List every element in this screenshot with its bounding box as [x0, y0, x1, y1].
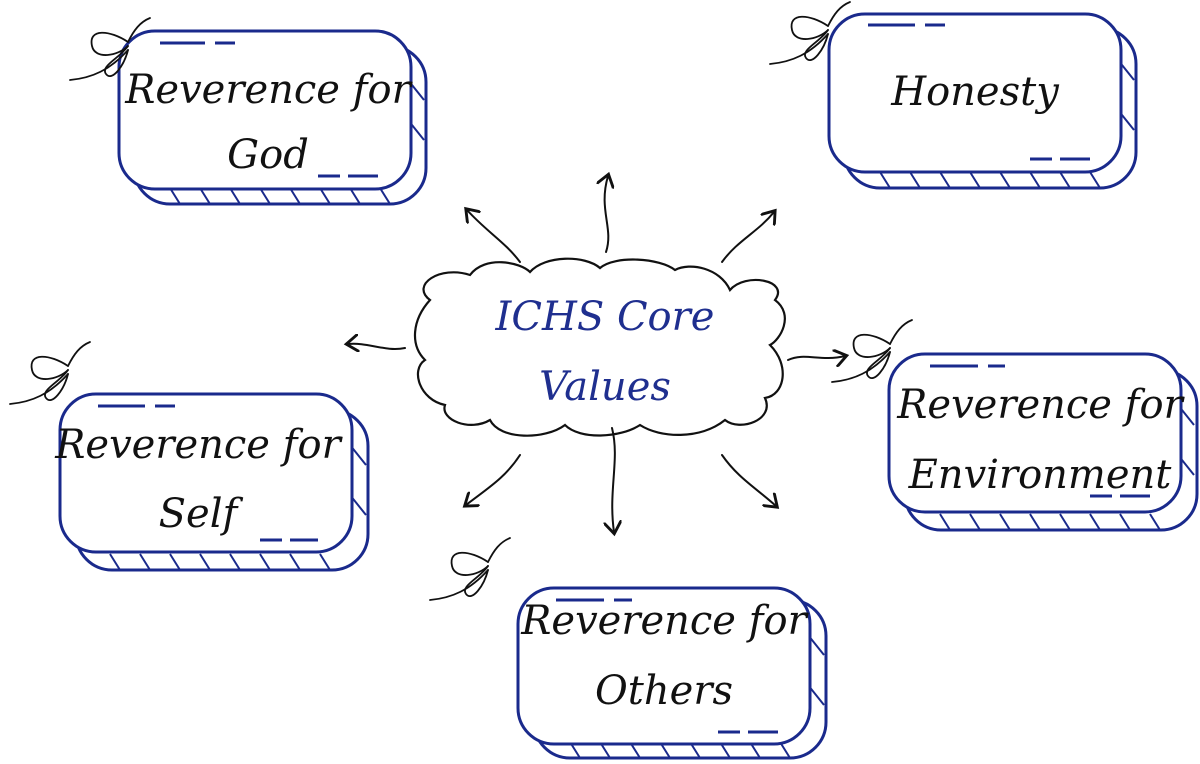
arrow-bottom-left [466, 454, 521, 505]
value-label-line1: Honesty [890, 69, 1060, 115]
box-face [887, 352, 1183, 514]
butterfly-icon [9, 341, 91, 405]
value-box-environment: Reverence for Environment [887, 352, 1199, 532]
arrows [348, 176, 845, 532]
value-label-line1: Reverence for [896, 382, 1185, 428]
value-label-line2: Others [595, 668, 733, 714]
butterfly-icon [769, 1, 851, 65]
value-label-line2: Environment [908, 452, 1173, 498]
value-box-honesty: Honesty [827, 12, 1138, 190]
center-title-line2: Values [539, 364, 671, 410]
arrow-bottom-right [721, 454, 776, 506]
butterfly-icon [429, 537, 511, 601]
value-label-line1: Reverence for [520, 598, 809, 644]
box-face [516, 586, 812, 746]
value-box-self: Reverence for Self [54, 392, 370, 572]
arrow-bottom [612, 427, 615, 532]
value-box-god: Reverence for God [117, 29, 428, 206]
arrow-top-right [721, 212, 774, 263]
cloud-outline [413, 257, 786, 437]
value-label-line1: Reverence for [54, 422, 343, 468]
butterfly-icon [831, 319, 913, 383]
center-cloud: ICHS Core Values [413, 257, 786, 437]
value-label-line1: Reverence for [124, 67, 413, 113]
arrow-right [787, 356, 845, 360]
value-label-line2: Self [159, 491, 244, 537]
box-face [827, 12, 1123, 174]
box-face [58, 392, 354, 554]
value-box-others: Reverence for Others [516, 586, 828, 760]
arrow-top [605, 176, 609, 253]
value-label-line2: God [227, 132, 309, 178]
arrow-left [348, 344, 406, 349]
center-title-line1: ICHS Core [495, 294, 715, 340]
arrow-top-left [467, 210, 521, 263]
butterfly-icon [69, 17, 151, 81]
box-face [117, 29, 413, 191]
